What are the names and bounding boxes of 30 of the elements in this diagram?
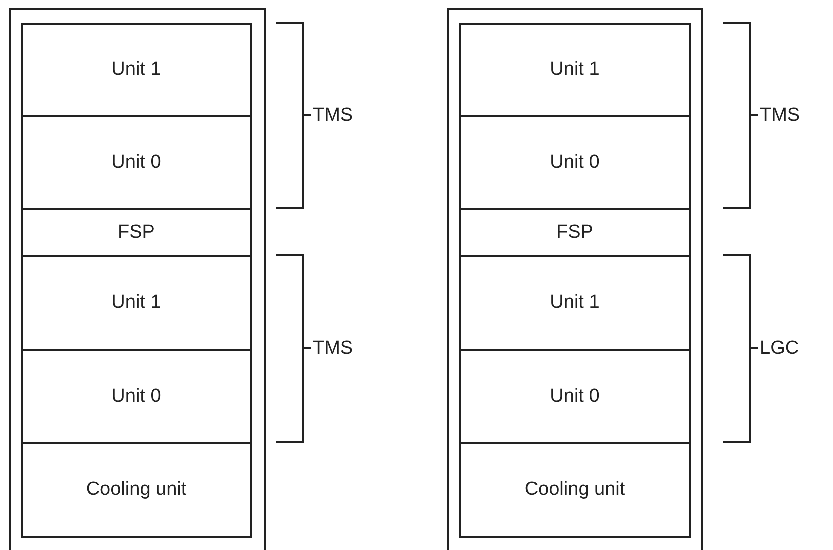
unit-box bbox=[21, 23, 252, 117]
unit-label: Unit 0 bbox=[112, 386, 162, 408]
group-label: TMS bbox=[313, 106, 354, 126]
unit-label: Unit 1 bbox=[550, 292, 600, 314]
unit-box bbox=[459, 349, 691, 444]
rack-frame bbox=[9, 8, 266, 550]
group-label: TMS bbox=[760, 106, 800, 126]
unit-box bbox=[459, 208, 691, 257]
unit-box bbox=[459, 255, 691, 351]
rack-frame bbox=[447, 8, 703, 550]
unit-box bbox=[21, 349, 252, 444]
unit-label: Unit 1 bbox=[112, 292, 162, 314]
unit-box bbox=[21, 442, 252, 538]
unit-label: FSP bbox=[118, 222, 155, 244]
unit-label: Unit 0 bbox=[550, 152, 600, 174]
unit-box bbox=[21, 255, 252, 351]
unit-box bbox=[459, 23, 691, 117]
unit-box bbox=[21, 208, 252, 257]
unit-label: FSP bbox=[556, 222, 594, 244]
unit-box bbox=[459, 442, 691, 538]
unit-label: Unit 1 bbox=[112, 59, 162, 81]
unit-box bbox=[459, 115, 691, 210]
group-label: LGC bbox=[760, 338, 800, 358]
group-label: TMS bbox=[313, 338, 354, 358]
unit-box bbox=[21, 115, 252, 210]
unit-label: Cooling unit bbox=[86, 479, 187, 501]
unit-label: Unit 1 bbox=[550, 59, 600, 81]
unit-label: Unit 0 bbox=[112, 152, 162, 174]
unit-label: Unit 0 bbox=[550, 386, 600, 408]
unit-label: Cooling unit bbox=[524, 479, 626, 501]
